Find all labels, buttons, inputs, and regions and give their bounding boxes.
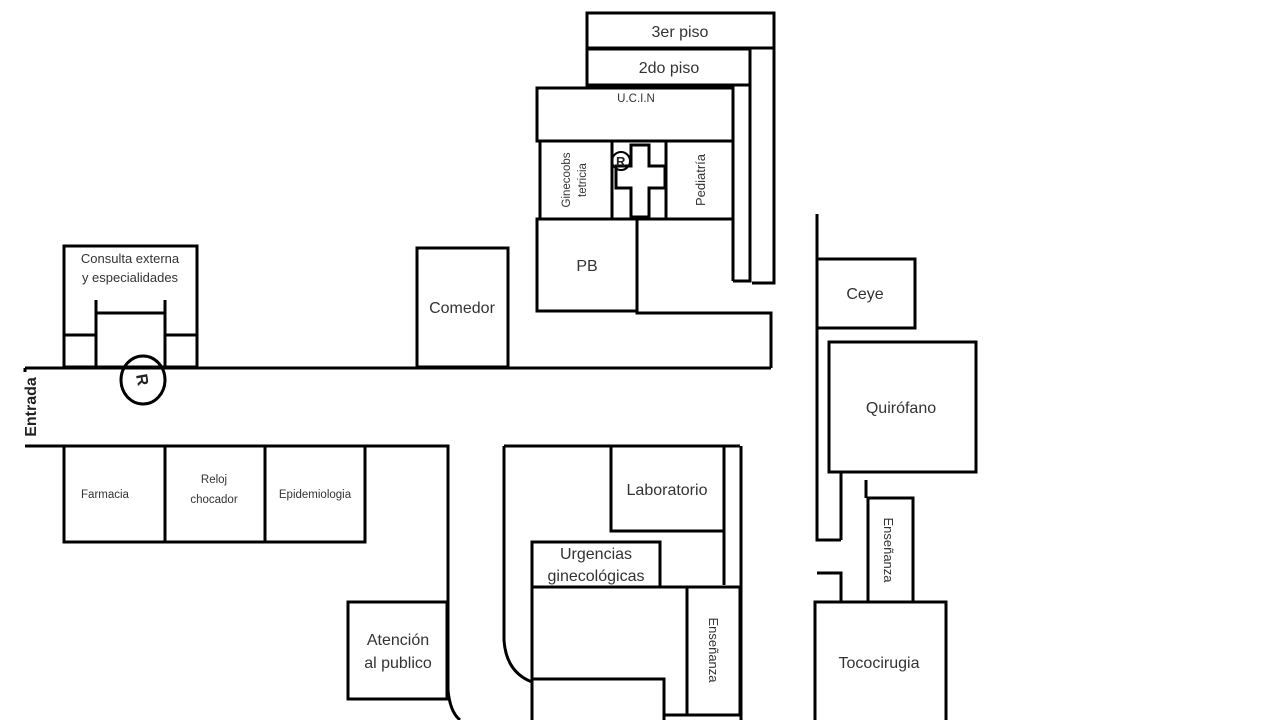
ensenanza-middle-label: Enseñanza bbox=[706, 617, 721, 683]
second-floor-right-wall bbox=[733, 85, 752, 283]
ginecoobstetricia-label: Ginecoobs tetricia bbox=[561, 152, 589, 207]
consulta-externa-room bbox=[62, 244, 199, 369]
quirofano-room bbox=[827, 340, 978, 474]
comedor-room bbox=[415, 246, 510, 369]
reloj-label-line1: Reloj bbox=[201, 474, 227, 486]
hospital-cross-icon bbox=[614, 143, 667, 219]
consulta-label-line2: y especialidades bbox=[82, 270, 179, 285]
urgencias-label-line1: Urgencias bbox=[560, 546, 632, 563]
reloj-label-line2: chocador bbox=[190, 494, 237, 506]
entrada-label: Entrada bbox=[23, 377, 40, 437]
farmacia-label: Farmacia bbox=[81, 489, 130, 501]
third-floor-label: 3er piso bbox=[652, 24, 709, 41]
consulta-inner-walls bbox=[64, 300, 197, 367]
second-floor-block bbox=[585, 47, 752, 87]
epidemiologia-room bbox=[263, 444, 367, 544]
tococirugia-entry-wall bbox=[817, 571, 843, 602]
registered-circle-icon-entrance bbox=[119, 354, 167, 406]
tococirugia-room bbox=[813, 600, 948, 720]
pediatria-label: Pediatría bbox=[693, 153, 708, 206]
ensenanza-right-label: Enseñanza bbox=[881, 517, 896, 583]
laboratorio-label: Laboratorio bbox=[627, 482, 708, 499]
ensenanza-room-right bbox=[866, 496, 915, 604]
ginecoobstetricia-room bbox=[538, 139, 614, 221]
second-floor-label: 2do piso bbox=[639, 60, 700, 77]
pb-corridor-wall bbox=[635, 311, 773, 368]
ucin-label: U.C.I.N bbox=[617, 93, 655, 105]
consulta-label-line1: Consulta externa bbox=[81, 251, 180, 266]
ginecoobstetricia-label-line2: tetricia bbox=[577, 162, 589, 196]
third-floor-right-wall bbox=[752, 48, 776, 285]
ceye-label: Ceye bbox=[846, 286, 883, 303]
pb-right-wall bbox=[635, 217, 733, 311]
laboratorio-room bbox=[609, 444, 726, 533]
atencion-al-publico-room bbox=[346, 600, 449, 701]
ginecoobstetricia-label-line1: Ginecoobs bbox=[561, 152, 573, 207]
registered-letter-top: R bbox=[616, 154, 626, 169]
pb-label: PB bbox=[576, 258, 597, 275]
comedor-label: Comedor bbox=[429, 300, 495, 317]
epidemiologia-label: Epidemiologia bbox=[279, 489, 352, 501]
atencion-label-line2: al publico bbox=[364, 655, 432, 672]
registered-circle-icon-top bbox=[611, 151, 631, 171]
urgencias-ginecologicas-room bbox=[530, 540, 662, 589]
quirofano-label: Quirófano bbox=[866, 400, 936, 417]
tococirugia-label: Tococirugia bbox=[839, 655, 920, 672]
ceye-room bbox=[815, 257, 917, 330]
atencion-label-line1: Atención bbox=[367, 632, 429, 649]
registered-letter-entrance: R bbox=[132, 373, 151, 388]
reloj-chocador-room bbox=[163, 444, 267, 544]
urgencias-label-line2: ginecológicas bbox=[548, 568, 645, 585]
